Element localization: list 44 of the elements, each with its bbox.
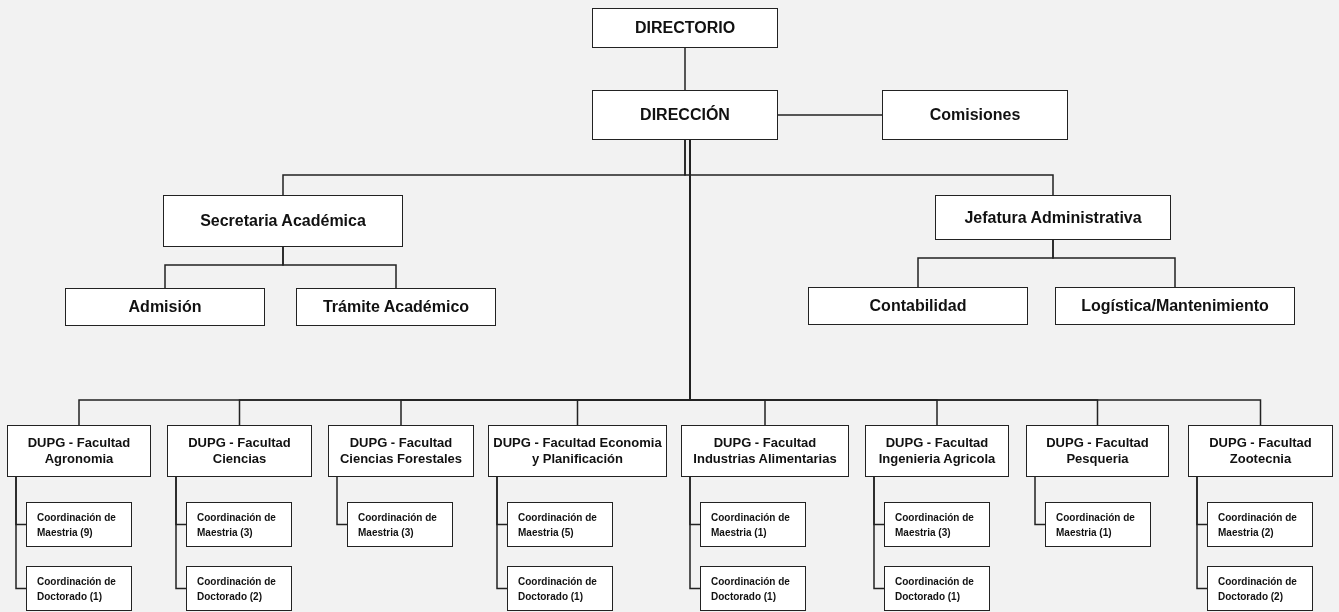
coordination-box: Coordinación de Maestria (9) [26,502,132,547]
org-box: Admisión [65,288,265,326]
coordination-box: Coordinación de Maestria (3) [186,502,292,547]
connector-line [496,476,508,590]
org-box: Trámite Académico [296,288,496,326]
coordination-box: Coordinación de Maestria (5) [507,502,613,547]
connector-line [282,246,397,289]
coordination-box: Coordinación de Maestria (3) [347,502,453,547]
coordination-box: Coordinación de Maestria (2) [1207,502,1313,547]
connector-line [1196,476,1208,590]
department-box: DUPG - Facultad Pesqueria [1026,425,1169,477]
coordination-box: Coordinación de Maestria (3) [884,502,990,547]
coordination-box: Coordinación de Doctorado (1) [700,566,806,611]
department-box: DUPG - Facultad Ingenieria Agricola [865,425,1009,477]
org-box: DIRECCIÓN [592,90,778,140]
org-box: Jefatura Administrativa [935,195,1171,240]
department-box: DUPG - Facultad Industrias Alimentarias [681,425,849,477]
org-box: Comisiones [882,90,1068,140]
connector-line [777,114,883,116]
department-box: DUPG - Facultad Economia y Planificación [488,425,667,477]
department-box: DUPG - Facultad Agronomia [7,425,151,477]
coordination-box: Coordinación de Doctorado (1) [507,566,613,611]
department-box: DUPG - Facultad Ciencias Forestales [328,425,474,477]
coordination-box: Coordinación de Maestria (1) [1045,502,1151,547]
department-box: DUPG - Facultad Zootecnia [1188,425,1333,477]
org-box: DIRECTORIO [592,8,778,48]
connector-line [873,476,885,590]
connector-line [1034,476,1046,526]
connector-line [175,476,187,590]
connector-line [689,476,701,590]
connector-line [336,476,348,526]
org-box: Contabilidad [808,287,1028,325]
connector-line [684,139,1054,196]
department-box: DUPG - Facultad Ciencias [167,425,312,477]
coordination-box: Coordinación de Doctorado (2) [186,566,292,611]
connector-line [1052,239,1176,288]
connector-line [684,47,686,91]
org-box: Logística/Mantenimiento [1055,287,1295,325]
org-box: Secretaria Académica [163,195,403,247]
connector-line [15,476,27,590]
coordination-box: Coordinación de Doctorado (2) [1207,566,1313,611]
coordination-box: Coordinación de Doctorado (1) [26,566,132,611]
coordination-box: Coordinación de Doctorado (1) [884,566,990,611]
coordination-box: Coordinación de Maestria (1) [700,502,806,547]
